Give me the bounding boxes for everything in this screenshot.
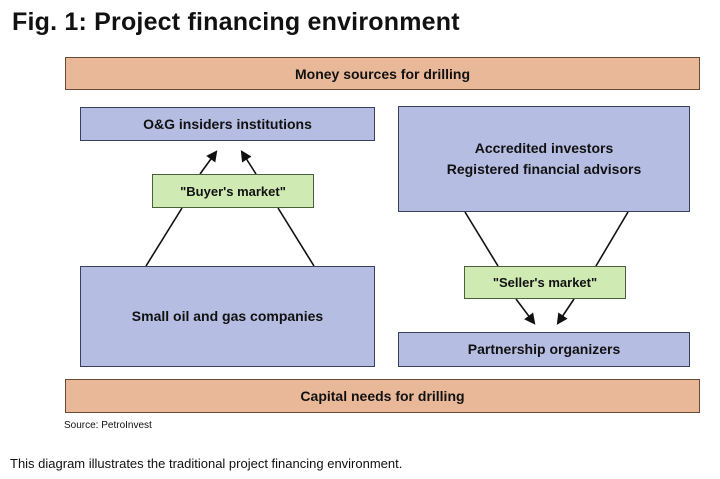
small-companies-box: Small oil and gas companies: [80, 266, 375, 367]
partnership-organizers-label: Partnership organizers: [467, 341, 621, 357]
og-insiders-label: O&G insiders institutions: [143, 115, 312, 132]
arrow-buyers-to-insiders-left: [199, 150, 218, 175]
money-sources-label: Money sources for drilling: [294, 65, 471, 82]
buyers-market-label: "Buyer's market": [180, 183, 286, 199]
buyers-market-tag: "Buyer's market": [152, 174, 314, 208]
capital-needs-bar: Capital needs for drilling: [65, 379, 700, 413]
small-companies-label: Small oil and gas companies: [131, 308, 324, 324]
partnership-organizers-box: Partnership organizers: [398, 332, 690, 367]
figure-source: Source: PetroInvest: [64, 420, 152, 431]
accredited-investors-box: Accredited investors Registered financia…: [398, 106, 690, 212]
og-insiders-box: O&G insiders institutions: [80, 107, 375, 141]
accredited-investors-label: Accredited investors: [474, 140, 614, 156]
arrow-sellers-to-partnership-right: [556, 298, 575, 325]
sellers-market-tag: "Seller's market": [464, 266, 626, 299]
arrow-sellers-to-partnership-left: [515, 298, 536, 325]
money-sources-bar: Money sources for drilling: [65, 57, 700, 90]
line-accredited-to-sellers-right: [595, 211, 629, 267]
line-small-to-buyers-left: [145, 207, 183, 267]
capital-needs-label: Capital needs for drilling: [300, 388, 465, 404]
line-accredited-to-sellers-left: [464, 211, 499, 267]
figure-caption: This diagram illustrates the traditional…: [10, 456, 403, 471]
arrow-buyers-to-insiders-right: [240, 150, 257, 175]
figure-title: Fig. 1: Project financing environment: [12, 8, 460, 36]
registered-advisors-label: Registered financial advisors: [446, 161, 642, 177]
line-small-to-buyers-right: [277, 207, 315, 267]
sellers-market-label: "Seller's market": [492, 275, 598, 290]
